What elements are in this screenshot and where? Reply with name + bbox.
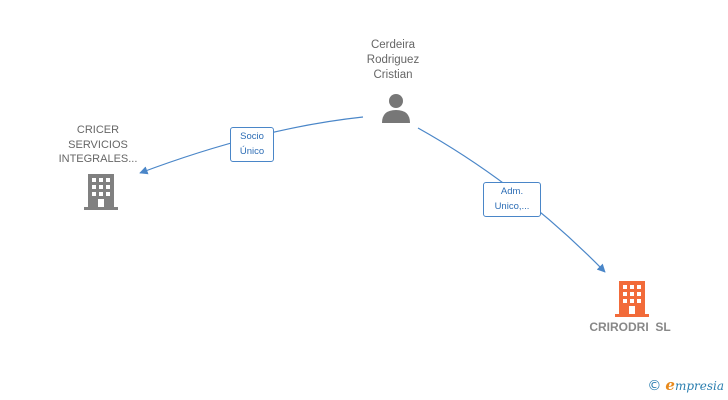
copyright-symbol: © xyxy=(647,378,662,394)
edge1-line1: Socio xyxy=(240,131,264,142)
person-icon[interactable] xyxy=(380,92,412,124)
brand-watermark: ©empresia xyxy=(647,376,724,394)
brand-initial: e xyxy=(665,376,675,394)
company1-name-line1: CRICER xyxy=(76,124,120,136)
person-name-line2: Rodriguez xyxy=(366,54,420,66)
company2-node-label[interactable]: CRIRODRI SL xyxy=(575,320,685,334)
person-name-line1: Cerdeira xyxy=(370,39,416,51)
building-icon-highlighted[interactable] xyxy=(615,281,649,317)
edge1-line2: Único xyxy=(239,146,265,157)
building-icon[interactable] xyxy=(84,174,118,210)
edge-label-adm-unico[interactable]: Adm. Unico,... xyxy=(483,182,541,217)
company2-name: CRIRODRI SL xyxy=(589,320,671,334)
company1-name-line3: INTEGRALES... xyxy=(58,153,138,165)
edge2-line2: Unico,... xyxy=(494,201,530,212)
company1-node-label[interactable]: CRICER SERVICIOS INTEGRALES... xyxy=(48,123,148,167)
company1-name-line2: SERVICIOS xyxy=(68,138,128,151)
edge-label-socio-unico[interactable]: Socio Único xyxy=(230,127,274,162)
person-name-line3: Cristian xyxy=(373,69,413,81)
person-node-label[interactable]: Cerdeira Rodriguez Cristian xyxy=(343,38,443,83)
brand-name-rest: mpresia xyxy=(674,379,724,393)
edge2-line1: Adm. xyxy=(500,186,524,197)
